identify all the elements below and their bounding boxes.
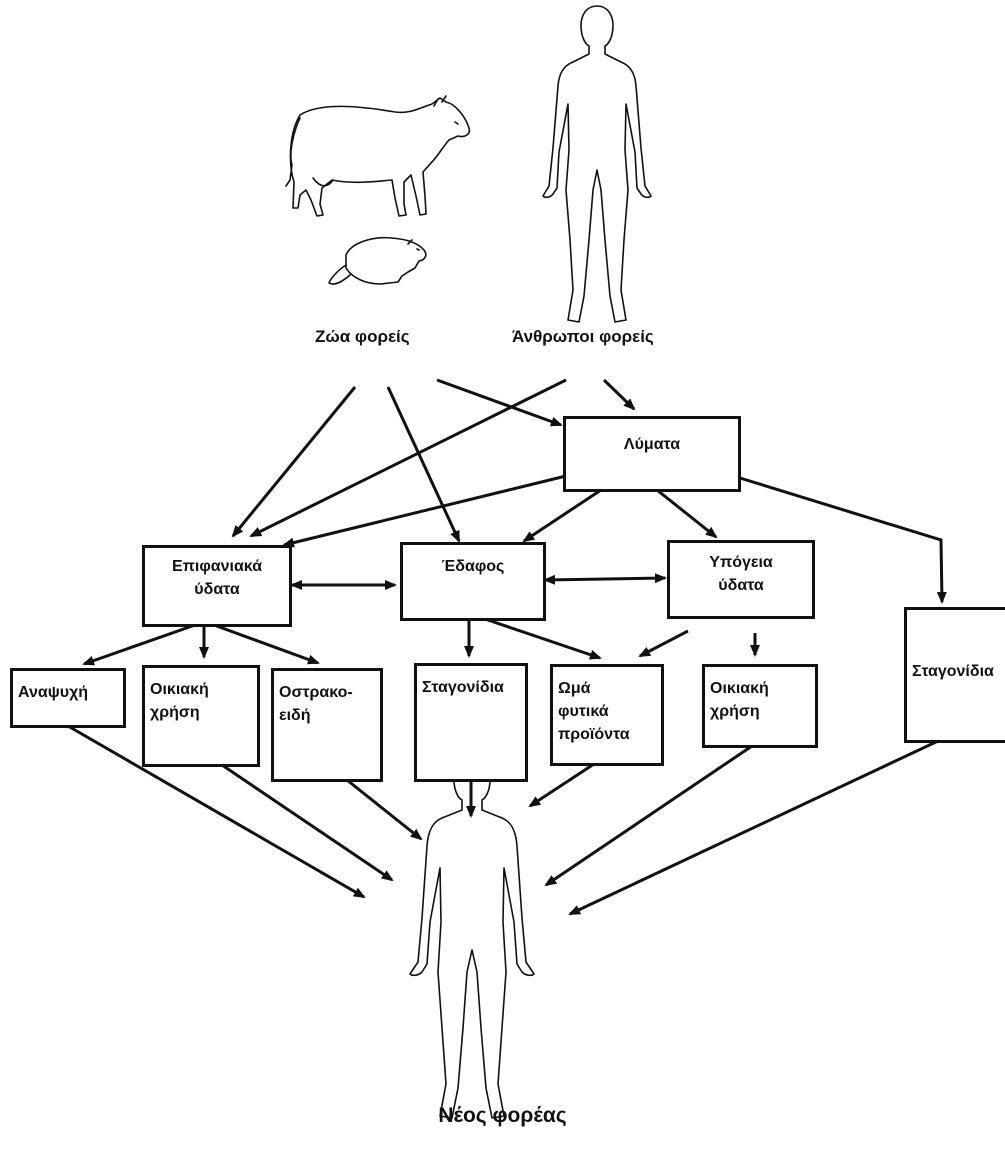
node-droplets-2: Σταγονίδια: [904, 607, 1005, 743]
arrow-animals-soil: [386, 386, 461, 543]
new-carrier-human-icon: [409, 757, 535, 1119]
node-recreation: Αναψυχή: [10, 668, 126, 728]
arrow-recreation-newcarrier: [67, 724, 366, 899]
beaver-icon: [328, 236, 427, 285]
human-carrier-icon: [542, 5, 652, 323]
arrow-soil-rawproduce: [484, 617, 602, 660]
arrow-wastes-groundwater: [656, 488, 718, 539]
arrow-wastes-droplets-right: [739, 476, 947, 604]
arrow-groundwater-rawproduce: [638, 629, 689, 658]
arrow-domestic-newcarrier: [221, 763, 394, 882]
arrow-humans-wastes: [602, 378, 636, 411]
flow-arrows: [67, 378, 947, 916]
arrow-domestic2-newcarrier: [544, 744, 753, 887]
node-groundwater: Υπόγεια ύδατα: [667, 540, 815, 619]
new-carrier-label: Νέος φορέας: [438, 1104, 567, 1127]
arrow-soil-groundwater: [543, 573, 667, 585]
arrow-humans-surfacewater: [249, 378, 567, 538]
node-raw-produce: Ωμά φυτικά προϊόντα: [550, 664, 664, 766]
arrow-animals-surfacewater: [231, 386, 357, 538]
node-soil: Έδαφος: [400, 542, 546, 621]
node-surface-water: Επιφανιακά ύδατα: [142, 545, 292, 627]
node-shellfish: Οστρακο- ειδή: [271, 668, 383, 782]
arrow-droplets2-newcarrier: [568, 739, 939, 916]
arrow-rawproduce-newcarrier: [528, 762, 595, 808]
cow-icon: [285, 95, 471, 217]
node-wastes: Λύματα: [563, 416, 741, 492]
arrow-surfacewater-shellfish: [213, 623, 320, 665]
arrow-wastes-soil: [522, 488, 602, 543]
arrow-wastes-surfacewater: [282, 474, 567, 548]
arrow-surfacewater-recreation: [82, 623, 196, 666]
arrow-shellfish-newcarrier: [346, 778, 423, 841]
node-domestic-use-1: Οικιακή χρήση: [142, 665, 260, 767]
human-carriers-label: Άνθρωποι φορείς: [512, 327, 654, 346]
arrow-animals-wastes: [436, 378, 563, 427]
node-domestic-use-2: Οικιακή χρήση: [702, 664, 818, 748]
node-droplets-1: Σταγονίδια: [414, 663, 528, 782]
animal-carriers-label: Ζώα φορείς: [315, 327, 410, 346]
